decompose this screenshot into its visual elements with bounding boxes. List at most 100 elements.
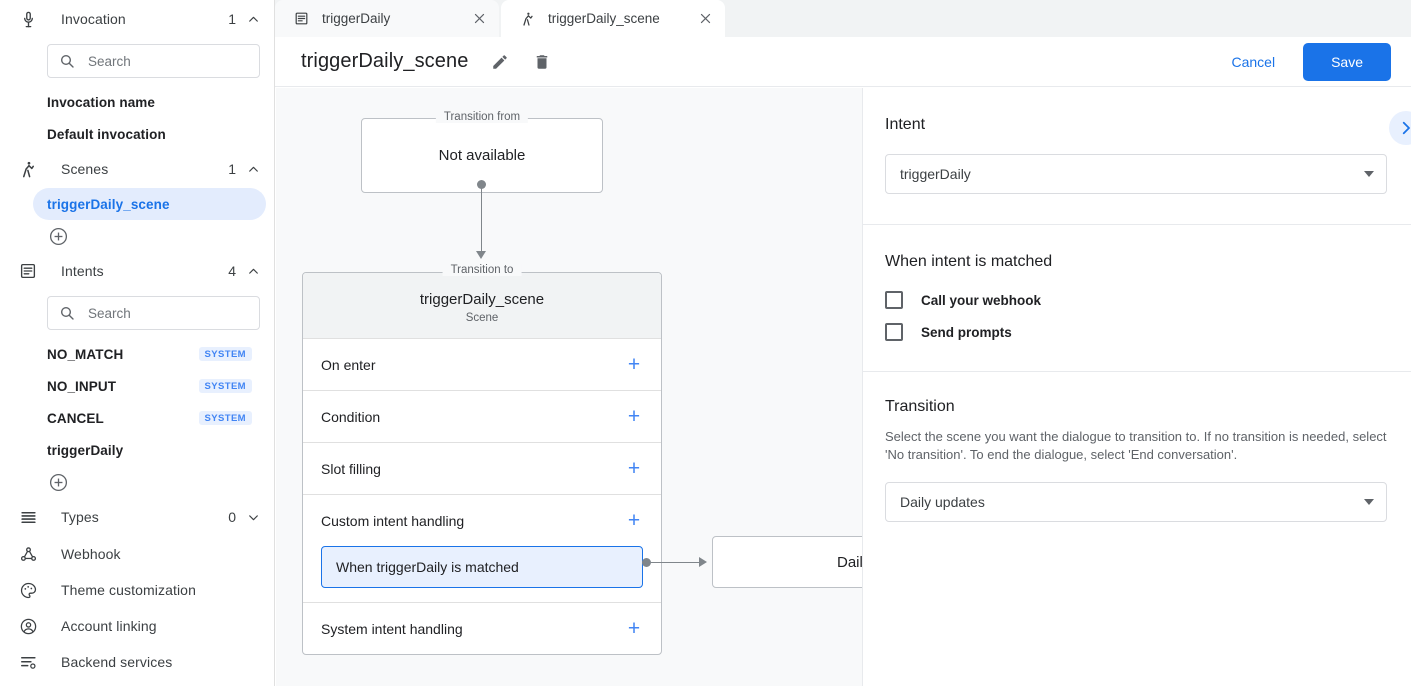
invocation-search-box[interactable] (47, 44, 260, 78)
cancel-button[interactable]: Cancel (1217, 45, 1289, 79)
scene-row-label: Condition (321, 408, 381, 425)
checkbox-row-send-prompts[interactable]: Send prompts (885, 323, 1387, 341)
nav-item-label: Default invocation (47, 126, 166, 142)
add-on-enter-icon[interactable]: + (627, 353, 641, 376)
close-icon[interactable] (471, 11, 487, 27)
scene-node-card[interactable]: Transition to triggerDaily_scene Scene O… (302, 264, 662, 655)
scene-row-head[interactable]: Slot filling + (321, 443, 643, 494)
call-webhook-checkbox[interactable] (885, 291, 903, 309)
add-condition-icon[interactable]: + (627, 405, 641, 428)
intents-icon (16, 259, 40, 283)
nav-item-label: NO_INPUT (47, 378, 117, 394)
sidebar-item-triggerdaily-scene[interactable]: triggerDaily_scene (33, 188, 266, 220)
tab-triggerdaily-scene[interactable]: triggerDaily_scene (501, 0, 725, 37)
connector-arrow-down (476, 251, 486, 259)
chevron-up-icon[interactable] (246, 264, 260, 278)
intents-icon (293, 10, 310, 27)
scene-row-head[interactable]: Custom intent handling + (321, 495, 643, 546)
scene-graph-canvas[interactable]: Transition from Not available Transition… (276, 88, 862, 686)
chevron-up-icon[interactable] (246, 162, 260, 176)
scene-row-label: Custom intent handling (321, 512, 465, 529)
backend-services-icon (16, 650, 40, 674)
invocation-search-input[interactable] (86, 52, 249, 70)
transition-select[interactable]: Daily updates (885, 482, 1387, 522)
transition-select-value: Daily updates (900, 494, 985, 510)
intent-select[interactable]: triggerDaily (885, 154, 1387, 194)
sidebar-item-triggerdaily[interactable]: triggerDaily (33, 434, 266, 466)
add-slot-filling-icon[interactable]: + (627, 457, 641, 480)
page-title: triggerDaily_scene (301, 50, 469, 72)
sidebar-item-backend-services[interactable]: Backend services (0, 644, 274, 680)
intents-search-input[interactable] (86, 304, 249, 322)
intent-select-value: triggerDaily (900, 166, 971, 182)
add-scene-row (0, 220, 274, 252)
save-button[interactable]: Save (1303, 42, 1391, 81)
transition-from-value: Not available (438, 147, 526, 164)
scene-icon (16, 157, 40, 181)
tab-label: triggerDaily (322, 11, 391, 26)
scene-icon (519, 10, 536, 27)
add-scene-icon[interactable] (47, 225, 69, 247)
chevron-right-icon[interactable] (1389, 111, 1411, 145)
scene-row-label: Slot filling (321, 460, 381, 477)
scene-node-title: triggerDaily_scene (419, 291, 545, 308)
checkbox-row-call-webhook[interactable]: Call your webhook (885, 291, 1387, 309)
add-custom-intent-icon[interactable]: + (627, 509, 641, 532)
scene-row-system-intent-handling: System intent handling + (303, 603, 661, 654)
connector-dot-chip (642, 558, 651, 567)
sidebar-section-invocation[interactable]: Invocation 1 (0, 0, 274, 38)
scene-row-head[interactable]: On enter + (321, 339, 643, 390)
close-icon[interactable] (697, 11, 713, 27)
connector-line-chip-target (651, 562, 701, 563)
add-intent-icon[interactable] (47, 471, 69, 493)
sidebar-item-no-match[interactable]: NO_MATCH SYSTEM (33, 338, 266, 370)
sidebar-section-scenes[interactable]: Scenes 1 (0, 150, 274, 188)
add-system-intent-icon[interactable]: + (627, 617, 641, 640)
send-prompts-checkbox[interactable] (885, 323, 903, 341)
search-icon (58, 305, 75, 322)
scene-node-subtitle: Scene (465, 312, 499, 324)
chevron-down-icon[interactable] (246, 510, 260, 524)
sidebar-section-types[interactable]: Types 0 (0, 498, 274, 536)
sidebar-section-count: 1 (228, 11, 236, 27)
scene-row-label: System intent handling (321, 620, 463, 637)
intent-handler-chip[interactable]: When triggerDaily is matched (321, 546, 643, 588)
scene-row-slot-filling: Slot filling + (303, 443, 661, 495)
scene-row-custom-intent-handling: Custom intent handling + When triggerDai… (303, 495, 661, 603)
types-icon (16, 505, 40, 529)
sidebar-item-webhook[interactable]: Webhook (0, 536, 274, 572)
intent-handler-label: When triggerDaily is matched (336, 559, 519, 575)
sidebar-item-default-invocation[interactable]: Default invocation (33, 118, 266, 150)
scene-row-head[interactable]: Condition + (321, 391, 643, 442)
status-badge: SYSTEM (198, 346, 252, 362)
transition-target-node[interactable]: Tr Dail (712, 536, 862, 588)
tab-strip: triggerDaily triggerDaily_scene (275, 0, 1411, 37)
palette-icon (16, 578, 40, 602)
nav-item-label: triggerDaily_scene (47, 196, 170, 212)
trash-icon[interactable] (532, 52, 552, 72)
transition-description: Select the scene you want the dialogue t… (885, 429, 1387, 462)
sidebar-item-label: Account linking (61, 618, 157, 634)
search-icon (58, 53, 75, 70)
sidebar-item-cancel[interactable]: CANCEL SYSTEM (33, 402, 266, 434)
connector-line-from-scene (481, 184, 482, 256)
tab-label: triggerDaily_scene (548, 11, 660, 26)
nav-item-label: NO_MATCH (47, 346, 124, 362)
intents-search-wrap (47, 296, 260, 330)
sidebar-item-invocation-name[interactable]: Invocation name (33, 86, 266, 118)
tab-triggerdaily[interactable]: triggerDaily (275, 0, 499, 37)
sidebar-section-intents[interactable]: Intents 4 (0, 252, 274, 290)
scene-row-head[interactable]: System intent handling + (321, 603, 643, 654)
pencil-icon[interactable] (490, 52, 510, 72)
intents-search-box[interactable] (47, 296, 260, 330)
sidebar-item-account-linking[interactable]: Account linking (0, 608, 274, 644)
sidebar-section-label: Scenes (61, 161, 109, 177)
sidebar-item-theme-customization[interactable]: Theme customization (0, 572, 274, 608)
caret-down-icon (1364, 499, 1374, 505)
chevron-up-icon[interactable] (246, 12, 260, 26)
sidebar-item-no-input[interactable]: NO_INPUT SYSTEM (33, 370, 266, 402)
sidebar-section-count: 1 (228, 161, 236, 177)
status-badge: SYSTEM (198, 410, 252, 426)
scene-row-condition: Condition + (303, 391, 661, 443)
